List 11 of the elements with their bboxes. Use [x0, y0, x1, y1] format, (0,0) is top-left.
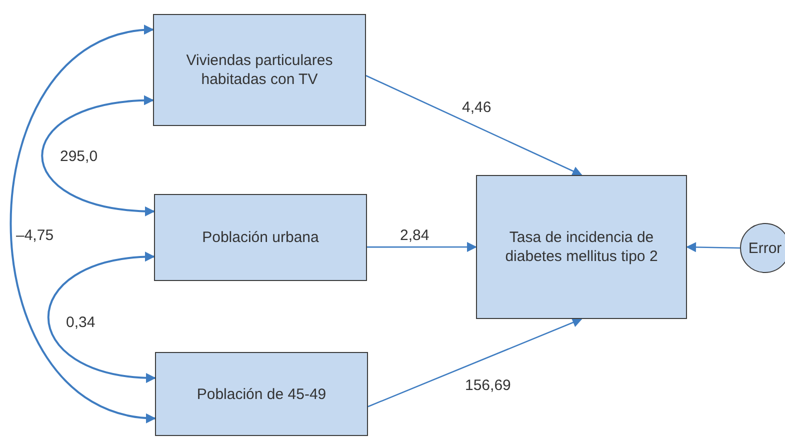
- covariance-arrow: [10, 26, 156, 422]
- variable-box: Población urbana: [154, 194, 367, 281]
- variable-box: Tasa de incidencia de diabetes mellitus tipo 2: [476, 175, 687, 319]
- arrow: [686, 242, 740, 252]
- covariance-arrow: [48, 252, 156, 382]
- arrow: [366, 75, 582, 176]
- variable-box: Población de 45-49: [155, 352, 368, 436]
- covariance-arrow: [41, 96, 155, 216]
- variable-box: Viviendas particulares habitadas con TV: [153, 14, 366, 126]
- arrow: [368, 318, 582, 408]
- arrow: [367, 242, 477, 252]
